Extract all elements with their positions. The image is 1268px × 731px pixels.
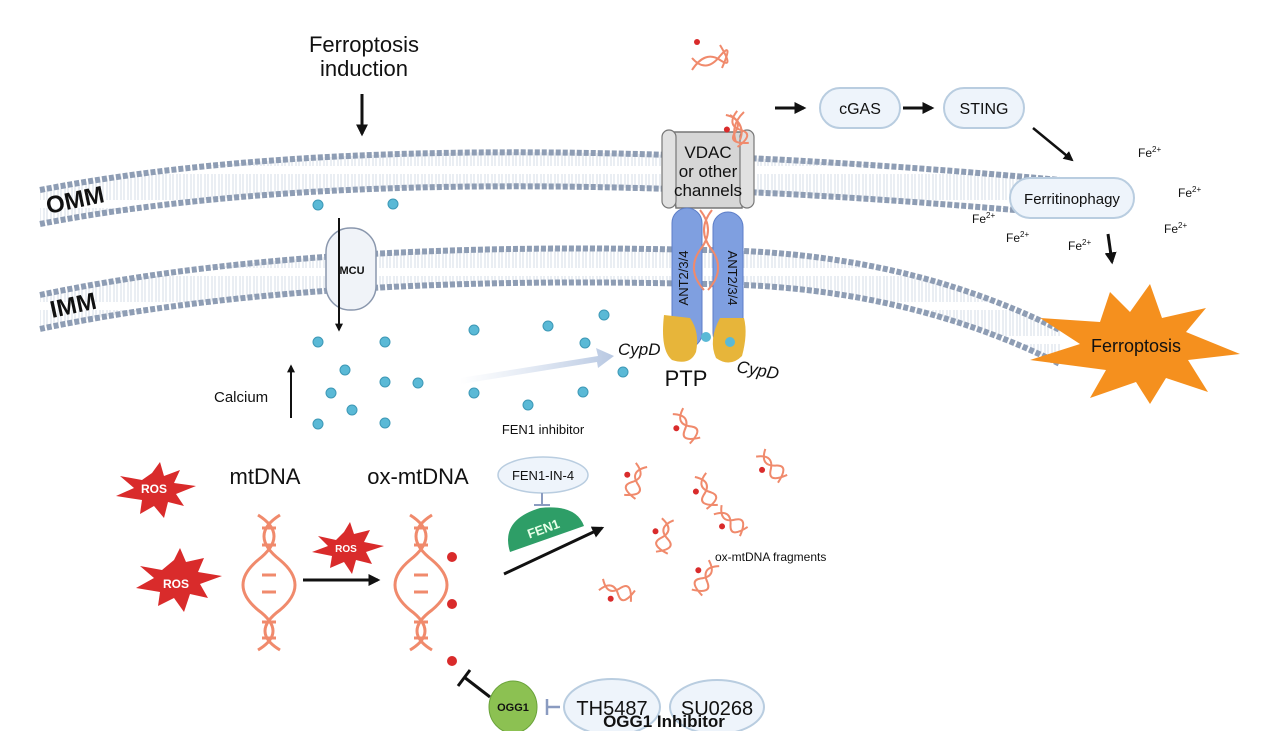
dna-fragment-icon <box>723 110 749 148</box>
vdac-channel <box>661 129 755 209</box>
vdac-label-line1: VDAC <box>684 143 731 162</box>
svg-text:Fe2+: Fe2+ <box>1006 230 1029 245</box>
ros-burst-1: ROS <box>116 462 196 518</box>
ferritinophagy-label: Ferritinophagy <box>1024 191 1120 208</box>
sting-node <box>943 87 1025 129</box>
su0268-node <box>669 679 765 731</box>
ogg1-label: OGG1 <box>497 702 529 714</box>
mcu-label: MCU <box>339 265 364 277</box>
dna-fragment-icon <box>755 448 788 484</box>
calcium-ions <box>312 198 629 430</box>
ox-mtdna-label: ox-mtDNA <box>367 464 469 489</box>
ogg1-tbar <box>456 669 472 687</box>
ant-left-label: ANT2/3/4 <box>676 251 691 306</box>
dna-fragment-icon <box>598 578 636 602</box>
ogg1-enzyme <box>488 680 538 731</box>
dna-fragment-icon <box>691 559 720 597</box>
dna-fragment-icon <box>692 472 718 510</box>
ant-right-label: ANT2/3/4 <box>725 251 740 306</box>
cgas-label: cGAS <box>839 101 881 118</box>
su0268-label: SU0268 <box>681 698 753 720</box>
dna-fragment-icon <box>691 39 729 71</box>
cgas-node <box>819 87 901 129</box>
ptp-label: PTP <box>665 366 708 391</box>
th5487-node <box>563 678 661 731</box>
th5487-label: TH5487 <box>576 698 647 720</box>
dna-fragment-icon <box>713 504 749 537</box>
arrow-to-ferroptosis <box>1104 233 1117 265</box>
mtdna-helix <box>241 513 297 652</box>
oxidative-lesion-icons <box>447 552 457 666</box>
calcium-label: Calcium <box>214 389 268 406</box>
ferritinophagy-node <box>1009 177 1135 219</box>
cypd-left-label: CypD <box>618 340 661 359</box>
ros-burst-2: ROS <box>136 548 222 612</box>
outer-membrane <box>39 149 1061 227</box>
ox-mtdna-fragments <box>598 110 788 602</box>
fen1-inhibitor-heading: FEN1 inhibitor <box>502 422 585 437</box>
dna-fragment-icon <box>652 517 675 555</box>
svg-text:Fe2+: Fe2+ <box>972 211 995 226</box>
inner-membrane <box>39 245 1062 367</box>
ogg1-inhibitor-heading: OGG1 Inhibitor <box>603 712 725 731</box>
ox-mtdna-helix <box>393 513 449 652</box>
svg-text:Fe2+: Fe2+ <box>1178 185 1201 200</box>
induction-label-line1: Ferroptosis <box>309 32 419 57</box>
svg-text:Fe2+: Fe2+ <box>1138 145 1161 160</box>
ogg1-repair-inhibit-line <box>463 675 491 699</box>
mtdna-label: mtDNA <box>230 464 301 489</box>
induction-label-line2: induction <box>320 56 408 81</box>
arrow-to-ferritinophagy <box>1032 127 1074 162</box>
svg-text:ROS: ROS <box>141 482 167 496</box>
fen1-enzyme <box>508 507 584 552</box>
vdac-label-line3: channels <box>674 181 742 200</box>
fragments-label: ox-mtDNA fragments <box>715 550 826 564</box>
vdac-label-line2: or other <box>679 162 738 181</box>
iron-ions: Fe2+ Fe2+ Fe2+ Fe2+ Fe2+ Fe2+ <box>972 145 1201 253</box>
svg-text:Fe2+: Fe2+ <box>1164 221 1187 236</box>
cypd-left-blob <box>663 315 698 362</box>
dna-fragment-icon <box>624 462 648 500</box>
fen1-in-4-label: FEN1-IN-4 <box>512 468 574 483</box>
ferroptosis-label: Ferroptosis <box>1091 336 1181 356</box>
ferroptosis-burst <box>1030 284 1240 404</box>
svg-text:ROS: ROS <box>163 577 189 591</box>
calcium-ion-ptp <box>725 337 735 347</box>
svg-text:Fe2+: Fe2+ <box>1068 238 1091 253</box>
cypd-right-label: CypD <box>735 357 780 383</box>
dna-fragment-icon <box>672 407 701 445</box>
ros-burst-3: ROS <box>312 522 384 574</box>
calcium-ion-ptp <box>701 332 711 342</box>
calcium-to-ptp-arrow <box>460 348 614 384</box>
svg-text:ROS: ROS <box>335 544 357 555</box>
fragmentation-arrow <box>503 526 605 576</box>
sting-label: STING <box>960 101 1009 118</box>
